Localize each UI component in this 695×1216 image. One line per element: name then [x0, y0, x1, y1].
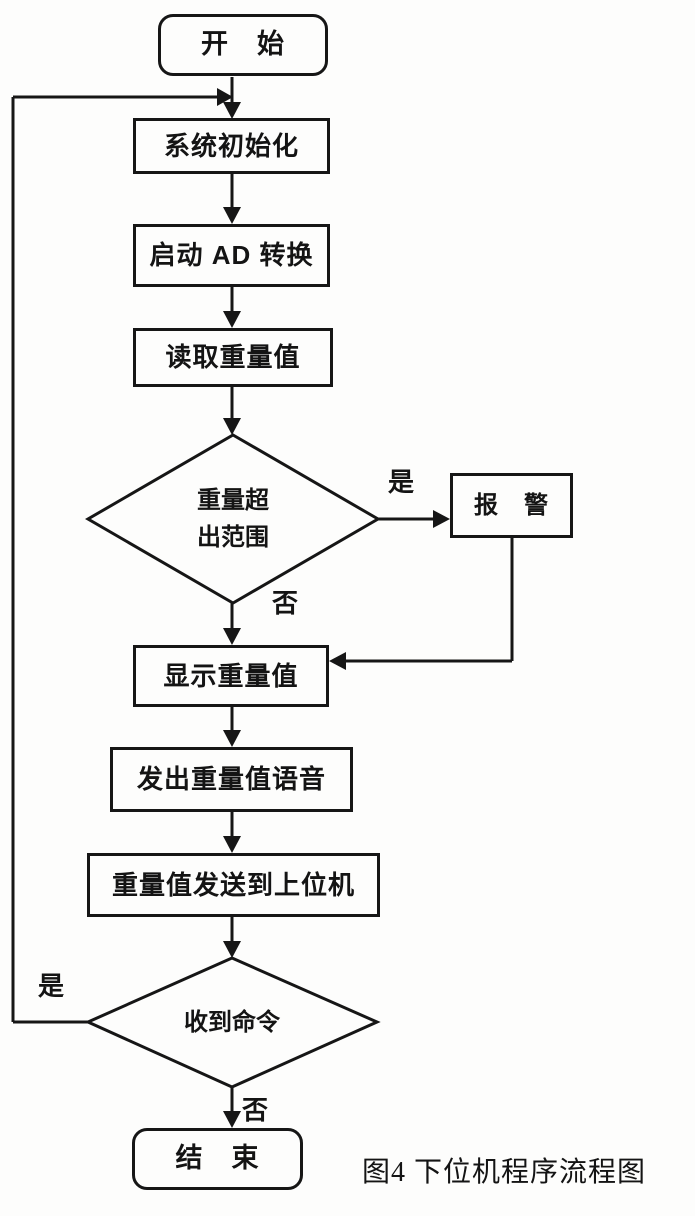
- edge-display-voice: [223, 707, 241, 747]
- node-start-ad-conversion-label: 启动 AD 转换: [149, 240, 314, 271]
- edge-send-cmd: [223, 917, 241, 958]
- node-read-weight: 读取重量值: [133, 328, 333, 387]
- node-end-label: 结 束: [175, 1143, 260, 1174]
- edge-read-range: [223, 387, 241, 435]
- edge-label-cmd-yes: 是: [38, 971, 65, 1001]
- node-send-to-host: 重量值发送到上位机: [87, 853, 380, 917]
- node-start-label: 开 始: [201, 29, 285, 60]
- edge-start-init: [223, 77, 241, 119]
- node-system-init-label: 系统初始化: [163, 130, 299, 161]
- node-system-init: 系统初始化: [133, 118, 330, 174]
- edge-range-alarm: [378, 510, 450, 528]
- edge-cmd-end: [223, 1087, 241, 1128]
- node-voice-output: 发出重量值语音: [110, 747, 353, 812]
- edge-range-display: [223, 603, 241, 645]
- edge-loopback: [11, 88, 233, 1024]
- node-voice-output-label: 发出重量值语音: [136, 764, 326, 795]
- edge-alarm-display: [329, 538, 514, 670]
- node-end: 结 束: [132, 1128, 303, 1190]
- node-alarm: 报 警: [450, 473, 573, 538]
- node-range-check-label: 重量超 出范围: [197, 486, 269, 551]
- node-display-weight-label: 显示重量值: [163, 660, 299, 691]
- node-read-weight-label: 读取重量值: [165, 342, 301, 373]
- node-send-to-host-label: 重量值发送到上位机: [111, 869, 355, 900]
- edge-init-ad: [223, 174, 241, 224]
- edge-label-range-yes: 是: [388, 467, 415, 497]
- node-alarm-label: 报 警: [474, 491, 549, 519]
- edge-ad-read: [223, 287, 241, 328]
- figure-caption: 图4 下位机程序流程图: [362, 1157, 647, 1188]
- node-start: 开 始: [158, 14, 328, 76]
- node-display-weight: 显示重量值: [133, 645, 329, 707]
- edge-voice-send: [223, 812, 241, 853]
- node-cmd-check-label: 收到命令: [184, 1008, 280, 1036]
- node-start-ad-conversion: 启动 AD 转换: [133, 224, 330, 287]
- edge-label-cmd-no: 否: [242, 1095, 269, 1125]
- edge-label-range-no: 否: [272, 588, 299, 618]
